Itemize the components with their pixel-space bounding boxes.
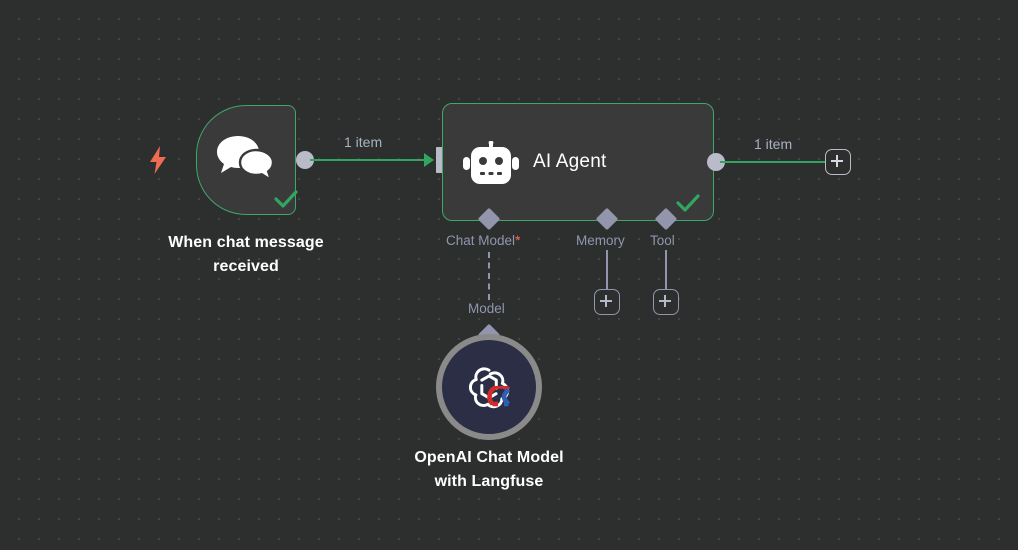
check-icon	[274, 190, 298, 208]
agent-port-label-memory: Memory	[576, 233, 625, 248]
node-ai-agent[interactable]: AI Agent	[442, 103, 714, 221]
node-title-ai-agent: AI Agent	[533, 151, 607, 172]
connection-agent-to-add[interactable]	[720, 160, 826, 163]
add-memory-button[interactable]	[594, 289, 620, 315]
node-label-when-chat-message-received: When chat message received	[168, 234, 324, 275]
agent-port-label-chat-model: Chat Model*	[446, 233, 520, 248]
add-tool-button[interactable]	[653, 289, 679, 315]
node-openai-chat-model[interactable]	[436, 334, 542, 440]
robot-icon	[463, 141, 519, 184]
node-label-openai-chat-model: OpenAI Chat Model with Langfuse	[414, 449, 564, 490]
connection-arrow-icon	[424, 152, 434, 167]
port-label-text: Chat Model	[446, 233, 516, 248]
trigger-output-port[interactable]	[296, 151, 314, 169]
connection-label-trigger-to-agent: 1 item	[344, 134, 383, 150]
check-icon	[676, 194, 700, 212]
connection-agent-to-tool[interactable]	[665, 250, 668, 294]
add-node-button-main[interactable]	[825, 149, 851, 175]
connection-trigger-to-agent[interactable]	[310, 158, 426, 161]
required-marker-icon: *	[515, 233, 521, 248]
agent-port-label-tool: Tool	[650, 233, 675, 248]
connection-label-agent-to-add: 1 item	[754, 136, 793, 152]
magnet-icon	[487, 386, 511, 407]
agent-input-port[interactable]	[436, 147, 445, 173]
connection-label-model: Model	[468, 301, 505, 316]
node-when-chat-message-received[interactable]	[196, 105, 298, 215]
connection-agent-to-chat-model[interactable]	[488, 252, 490, 300]
lightning-bolt-icon	[150, 146, 166, 174]
connection-agent-to-memory[interactable]	[606, 250, 609, 294]
agent-output-port[interactable]	[707, 153, 725, 171]
chat-bubbles-icon	[217, 136, 275, 183]
